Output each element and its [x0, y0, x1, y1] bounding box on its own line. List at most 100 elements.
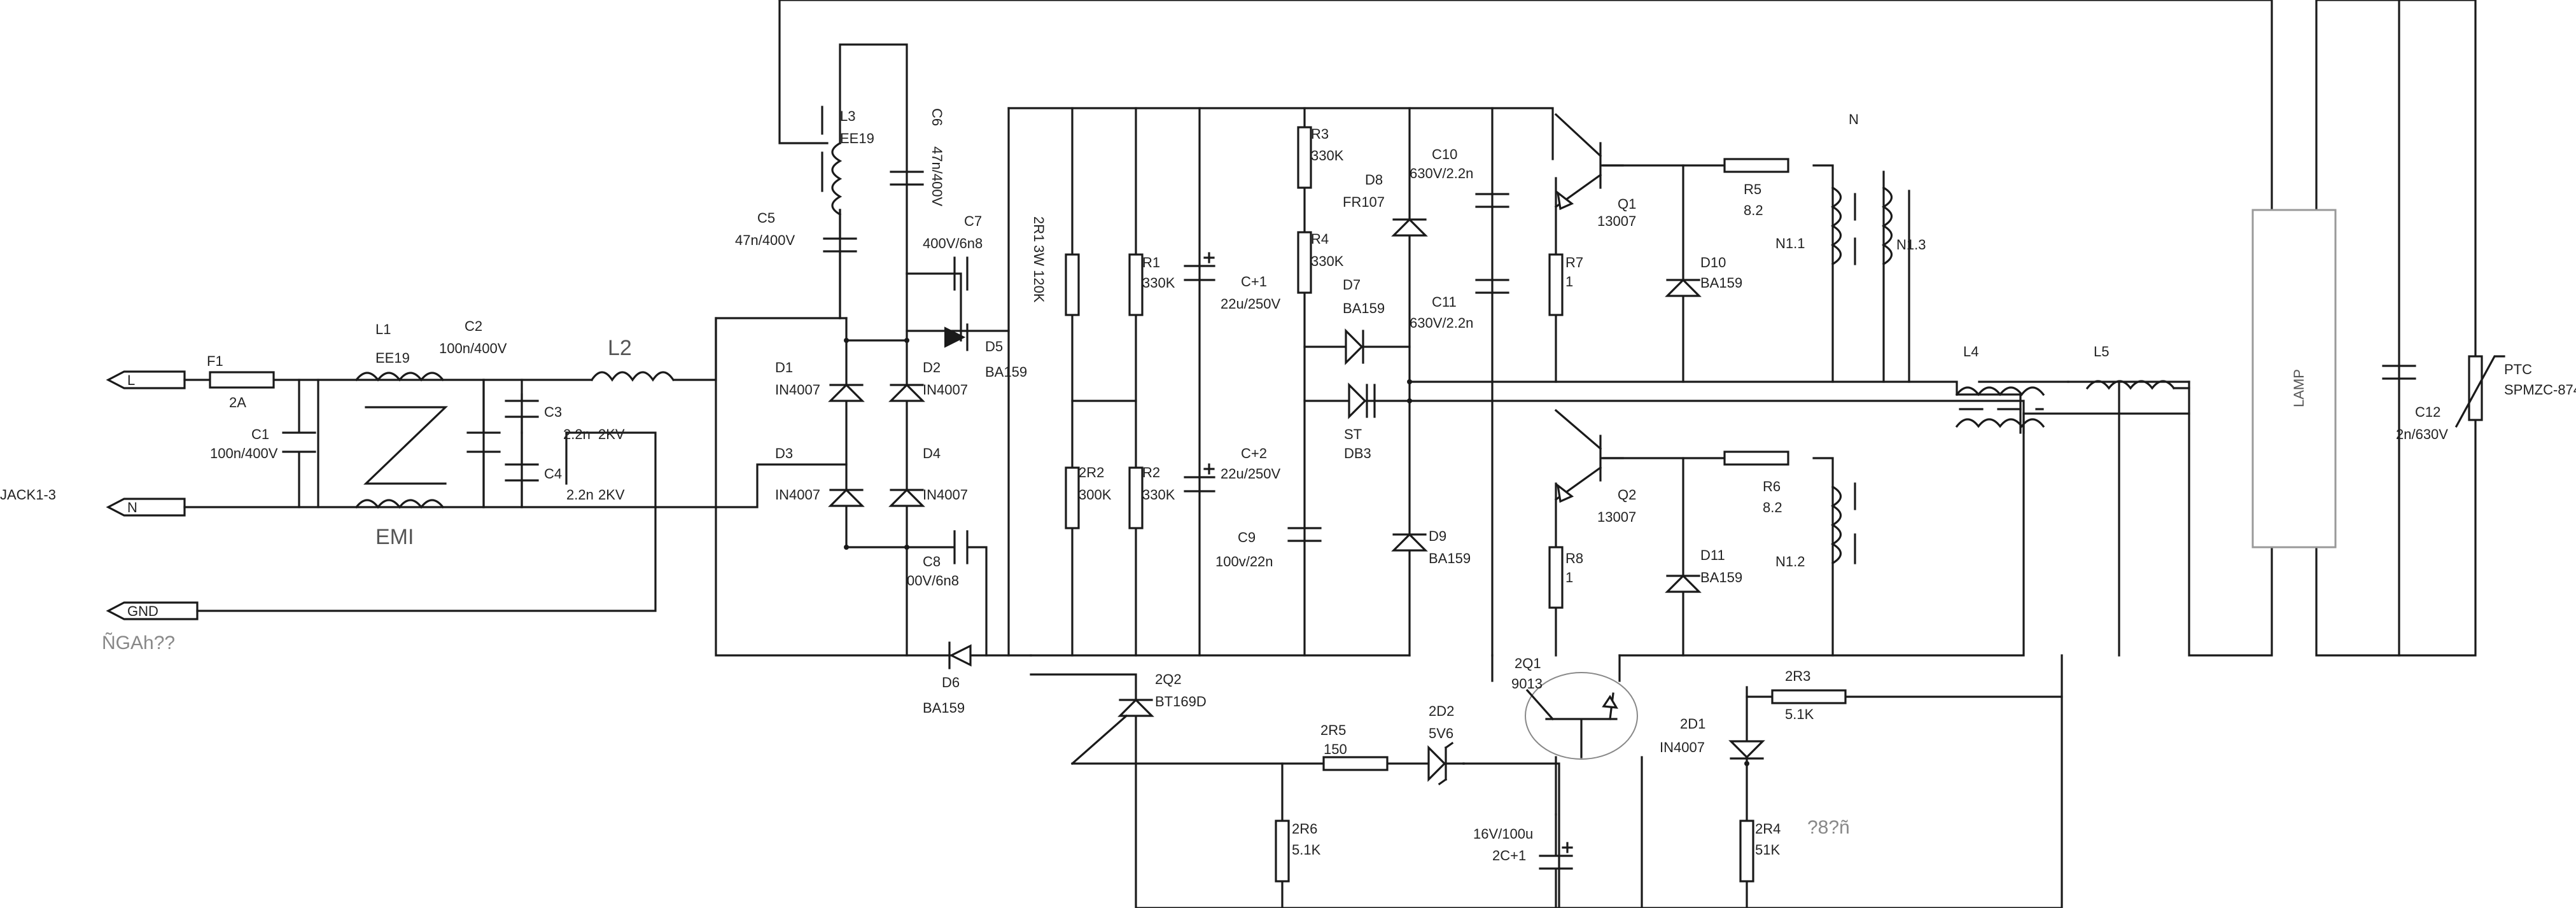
resistor-r3: R3 330K	[1297, 126, 1344, 189]
d1-ref: D1	[775, 360, 793, 375]
diac-st: ST DB3	[1344, 382, 1376, 461]
d4-ref: D4	[923, 445, 941, 461]
capacitor-c11: C11 630V/2.2n	[1410, 279, 1509, 331]
transistor-q2: Q2 13007	[1554, 409, 1636, 525]
r6-ref: R6	[1763, 478, 1781, 494]
resistor-2r2: 2R2 300K	[1065, 464, 1112, 529]
d5-val: BA159	[985, 364, 1027, 380]
r2r2-ref: 2R2	[1079, 464, 1104, 480]
n12-label: N1.2	[1775, 554, 1805, 569]
gnd-sub-label: ÑGAh??	[102, 632, 175, 653]
capacitor-cp2: C+2 22u/250V	[1184, 445, 1281, 492]
c11-val: 630V/2.2n	[1410, 315, 1473, 331]
d8-val: FR107	[1343, 194, 1385, 210]
r7-ref: R7	[1565, 255, 1583, 270]
d5-ref: D5	[985, 339, 1003, 354]
c1-val: 100n/400V	[210, 445, 278, 461]
r1-ref: R1	[1142, 255, 1160, 270]
diode-2d1: 2D1 IN4007	[1660, 716, 1765, 760]
r7-val: 1	[1565, 274, 1573, 290]
r2r4-ref: 2R4	[1755, 821, 1781, 837]
diode-d9: D9 BA159	[1391, 528, 1471, 566]
r2r5-val: 150	[1324, 741, 1347, 757]
q2-ref: Q2	[1618, 487, 1636, 503]
c2c1-val: 16V/100u	[1473, 826, 1533, 842]
junction-dots	[844, 338, 1749, 766]
q1-ref: Q1	[1618, 196, 1636, 212]
d1-val: IN4007	[775, 382, 820, 398]
r6-val: 8.2	[1763, 499, 1782, 515]
q1-val: 13007	[1597, 213, 1636, 229]
resistor-r5: R5 8.2	[1723, 158, 1789, 218]
l4-label: L4	[1963, 344, 1978, 360]
st-ref: ST	[1344, 426, 1362, 442]
capacitor-c5: C5 47n/400V	[735, 209, 857, 319]
d9-ref: D9	[1429, 528, 1446, 544]
r2-val: 330K	[1142, 487, 1175, 503]
connector-l-label: L	[127, 372, 135, 388]
c6-ref: C6	[929, 108, 945, 126]
l5-label: L5	[2094, 344, 2109, 360]
c10-ref: C10	[1432, 146, 1457, 162]
transistor-q1: Q1 13007	[1554, 113, 1636, 229]
r2r1-ref: 2R1	[1031, 216, 1047, 242]
n13-label: N1.3	[1896, 237, 1926, 253]
r2r5-ref: 2R5	[1320, 722, 1346, 738]
d2-val: IN4007	[923, 382, 968, 398]
c12-val: 2n/630V	[2396, 426, 2448, 442]
cp1-val: 22u/250V	[1221, 296, 1281, 312]
fuse-f1-val: 2A	[229, 395, 246, 410]
r2-ref: R2	[1142, 464, 1160, 480]
l3-val: EE19	[840, 130, 874, 146]
c5-ref: C5	[757, 210, 775, 226]
r2r3-val: 5.1K	[1785, 706, 1814, 722]
q2q1-val: 9013	[1511, 676, 1543, 692]
d2d1-val: IN4007	[1660, 739, 1705, 755]
c4-val: 2.2n	[566, 487, 594, 503]
resistor-r2: R2 330K	[1128, 464, 1175, 529]
r2r3-ref: 2R3	[1785, 668, 1810, 684]
d8-ref: D8	[1365, 172, 1383, 188]
d3-val: IN4007	[775, 487, 820, 503]
c12-ref: C12	[2415, 404, 2440, 420]
n-label: N	[1849, 111, 1859, 127]
r3-ref: R3	[1311, 126, 1329, 142]
connector-gnd: GND	[106, 601, 199, 620]
d2d1-ref: 2D1	[1680, 716, 1705, 732]
d2d2-ref: 2D2	[1429, 703, 1454, 719]
r2r6-ref: 2R6	[1292, 821, 1317, 837]
d10-val: BA159	[1700, 275, 1742, 291]
d2-ref: D2	[923, 360, 941, 375]
connector-n-label: N	[127, 499, 137, 515]
capacitor-c6: C6 47n/400V	[890, 108, 945, 207]
q2q2-ref: 2Q2	[1155, 671, 1182, 687]
ptc-thermistor: PTC SPMZC-874310	[2454, 355, 2576, 428]
d11-ref: D11	[1700, 547, 1725, 563]
diode-d6: D6 BA159	[923, 641, 972, 716]
c11-ref: C11	[1432, 294, 1457, 310]
diode-d10: D10 BA159	[1665, 255, 1742, 297]
capacitor-cp1: C+1 22u/250V	[1184, 252, 1281, 312]
cp2-val: 22u/250V	[1221, 466, 1281, 482]
l3-ref: L3	[840, 108, 855, 124]
resistor-r4: R4 330K	[1297, 231, 1344, 294]
c2c1-ref: 2C+1	[1492, 848, 1526, 863]
resistor-2r5: 2R5 150	[1320, 722, 1389, 771]
fuse-f1-ref: F1	[207, 353, 223, 369]
diode-d8: D8 FR107	[1343, 172, 1428, 237]
cp2-ref: C+2	[1241, 445, 1267, 461]
r5-ref: R5	[1744, 181, 1761, 197]
resistor-2r1: 2R1 3W 120K	[1031, 216, 1080, 316]
c3-v: 2KV	[598, 426, 625, 442]
diode-d11: D11 BA159	[1665, 547, 1742, 593]
c4-v: 2KV	[598, 487, 625, 503]
r1-val: 330K	[1142, 275, 1175, 291]
diode-d7: D7 BA159	[1343, 277, 1385, 365]
ptc-ref: PTC	[2504, 361, 2532, 377]
c3-ref: C3	[544, 404, 562, 420]
cp1-ref: C+1	[1241, 274, 1267, 290]
r2r4-val: 51K	[1755, 842, 1780, 858]
inductor-l3: L3 EE19	[821, 106, 874, 216]
r8-ref: R8	[1565, 550, 1583, 566]
